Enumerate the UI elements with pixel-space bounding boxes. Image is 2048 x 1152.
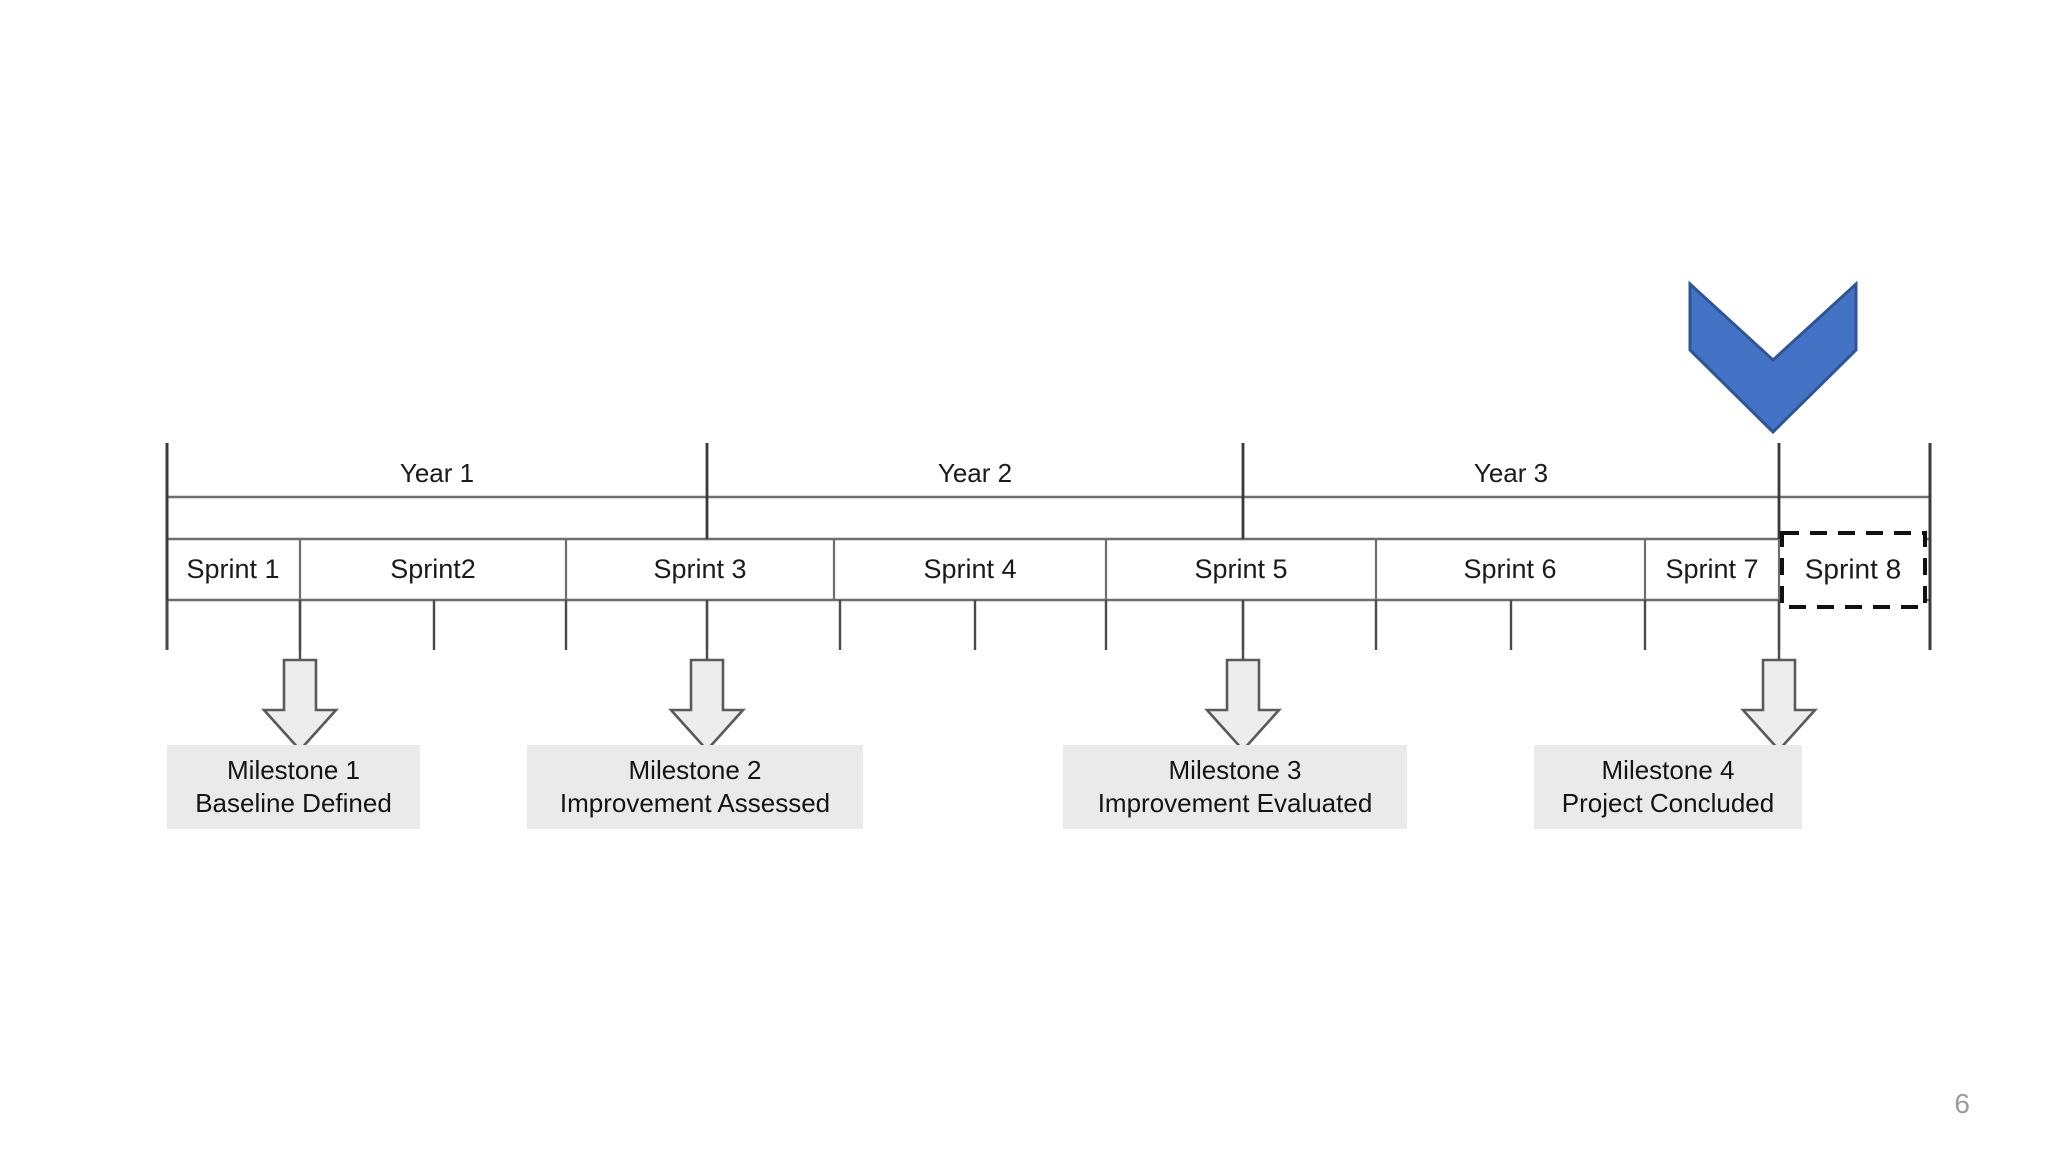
milestone-4-title: Milestone 4 — [1601, 754, 1735, 785]
milestone-box-4[interactable]: Milestone 4 Project Concluded — [1534, 745, 1802, 829]
milestone-box-1[interactable]: Milestone 1 Baseline Defined — [167, 745, 420, 829]
sprint-label-4: Sprint 4 — [923, 554, 1016, 584]
blue-chevron-pointer-icon — [1688, 280, 1858, 435]
sprint-label-2: Sprint2 — [390, 554, 476, 584]
milestone-connector-stems — [298, 600, 1781, 662]
timeline-frame — [165, 443, 1932, 650]
year-label-2: Year 2 — [938, 458, 1012, 488]
sprint-label-5: Sprint 5 — [1194, 554, 1287, 584]
year-labels: Year 1 Year 2 Year 3 — [400, 458, 1548, 488]
milestone-2-subtitle: Improvement Assessed — [559, 788, 831, 818]
year-label-3: Year 3 — [1474, 458, 1548, 488]
milestone-arrow-2-icon — [668, 658, 746, 752]
milestone-box-2[interactable]: Milestone 2 Improvement Assessed — [527, 745, 863, 829]
sprint-cell-dividers — [298, 539, 1781, 600]
sprint-label-8: Sprint 8 — [1805, 553, 1902, 584]
milestone-4-subtitle: Project Concluded — [1561, 788, 1775, 818]
milestone-2-title: Milestone 2 — [628, 754, 762, 785]
milestone-3-title: Milestone 3 — [1168, 754, 1302, 785]
sprint-8-dashed-border — [1780, 531, 1927, 609]
milestone-arrow-4-icon — [1740, 658, 1818, 752]
sprint-label-7: Sprint 7 — [1665, 554, 1758, 584]
milestone-arrow-3-icon — [1204, 658, 1282, 752]
timeline-tick-marks — [165, 600, 1781, 650]
sprint-label-6: Sprint 6 — [1463, 554, 1556, 584]
sprint-label-3: Sprint 3 — [653, 554, 746, 584]
year-label-1: Year 1 — [400, 458, 474, 488]
sprint-labels: Sprint 1 Sprint2 Sprint 3 Sprint 4 Sprin… — [186, 554, 1758, 584]
sprint-8-highlight-cell[interactable]: Sprint 8 — [1780, 531, 1927, 609]
milestone-box-3[interactable]: Milestone 3 Improvement Evaluated — [1063, 745, 1407, 829]
year-dividers — [705, 443, 1781, 539]
milestone-arrow-1-icon — [261, 658, 339, 752]
page-number: 6 — [1954, 1088, 1970, 1119]
milestone-1-subtitle: Baseline Defined — [195, 788, 392, 818]
milestone-3-subtitle: Improvement Evaluated — [1097, 788, 1373, 818]
milestone-1-title: Milestone 1 — [227, 754, 360, 785]
sprint-label-1: Sprint 1 — [186, 554, 279, 584]
